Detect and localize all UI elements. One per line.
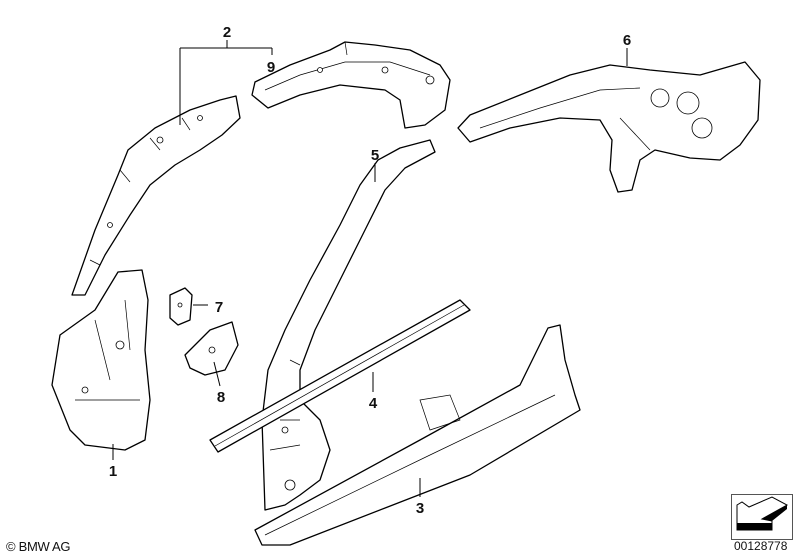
callout-3: 3 — [416, 500, 424, 517]
callout-5: 5 — [371, 147, 379, 164]
callout-6: 6 — [623, 32, 631, 49]
diagram-number: 00128778 — [734, 539, 788, 553]
callout-2: 2 — [223, 24, 231, 41]
callout-9: 9 — [267, 59, 275, 76]
part-6-rear-frame[interactable] — [457, 61, 761, 193]
part-7-bracket[interactable] — [169, 287, 193, 326]
callout-4: 4 — [369, 395, 378, 412]
callout-1: 1 — [109, 463, 117, 480]
part-9-roof-frame[interactable] — [251, 41, 451, 129]
part-4-sill-reinforcement[interactable] — [209, 299, 471, 453]
part-8-bracket[interactable] — [184, 321, 239, 376]
callout-8: 8 — [217, 389, 225, 406]
part-2-pillar-reinforcement[interactable] — [71, 95, 241, 296]
orientation-arrow-icon — [731, 494, 793, 540]
copyright-text: © BMW AG — [6, 539, 71, 554]
part-1-a-pillar-lower[interactable] — [51, 269, 151, 451]
part-5-side-frame[interactable] — [261, 139, 436, 511]
callout-7: 7 — [215, 299, 223, 316]
leader-lines — [112, 40, 628, 497]
part-3-side-sill[interactable] — [254, 324, 581, 546]
